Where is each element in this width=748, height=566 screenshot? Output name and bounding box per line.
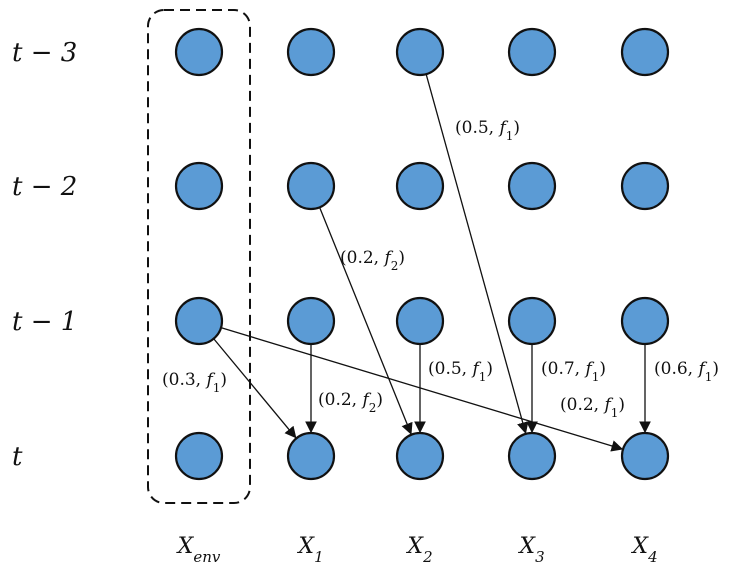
- node-env-t0: [174, 431, 224, 481]
- edges-layer: [210, 70, 651, 452]
- node-x4-t3: [620, 27, 670, 77]
- node-x4-t2: [620, 161, 670, 211]
- edge-label-6: (0.6, f1): [654, 359, 719, 384]
- edge-x2-t3-to-x3-t0: [424, 70, 529, 434]
- row-label-t3: t − 3: [12, 38, 77, 68]
- node-x2-t1: [395, 296, 445, 346]
- node-x1-t3: [286, 27, 336, 77]
- row-label-t1: t − 1: [12, 307, 77, 337]
- node-x4-t0: [620, 431, 670, 481]
- edge-label-3: (0.2, f2): [318, 390, 383, 415]
- edge-label-1: (0.2, f2): [340, 248, 405, 273]
- node-x1-t0: [286, 431, 336, 481]
- node-x1-t2: [286, 161, 336, 211]
- node-x3-t0: [507, 431, 557, 481]
- edge-label-4: (0.5, f1): [428, 359, 493, 384]
- column-labels: Xenv X1 X2 X3 X4: [176, 534, 658, 566]
- node-x3-t1: [507, 296, 557, 346]
- node-x3-t3: [507, 27, 557, 77]
- node-x4-t1: [620, 296, 670, 346]
- node-env-t3: [174, 27, 224, 77]
- nodes-layer: [174, 27, 670, 481]
- row-label-t0: t: [12, 442, 23, 472]
- edge-env-t1-to-x1-t0: [210, 335, 297, 439]
- column-label-x3: X3: [517, 534, 544, 566]
- edge-label-0: (0.5, f1): [455, 118, 520, 143]
- node-env-t2: [174, 161, 224, 211]
- node-x3-t2: [507, 161, 557, 211]
- edge-label-5: (0.7, f1): [541, 359, 606, 384]
- column-label-x2: X2: [405, 534, 432, 566]
- row-labels: t − 3 t − 2 t − 1 t: [12, 38, 77, 472]
- edge-env-t1-to-x4-t0: [216, 325, 624, 452]
- node-env-t1: [174, 296, 224, 346]
- node-x2-t0: [395, 431, 445, 481]
- column-label-env: Xenv: [176, 534, 221, 566]
- edge-x1-t2-to-x2-t0: [317, 203, 413, 435]
- column-label-x1: X1: [296, 534, 323, 566]
- node-x1-t1: [286, 296, 336, 346]
- node-x2-t2: [395, 161, 445, 211]
- column-label-x4: X4: [630, 534, 657, 566]
- env-column-dashed-box: [147, 9, 251, 504]
- edge-labels: (0.5, f1) (0.2, f2) (0.3, f1) (0.2, f2) (0.5…: [162, 118, 719, 420]
- row-label-t2: t − 2: [12, 172, 77, 202]
- edge-label-2: (0.3, f1): [162, 370, 227, 395]
- edge-label-7: (0.2, f1): [560, 395, 625, 420]
- node-x2-t3: [395, 27, 445, 77]
